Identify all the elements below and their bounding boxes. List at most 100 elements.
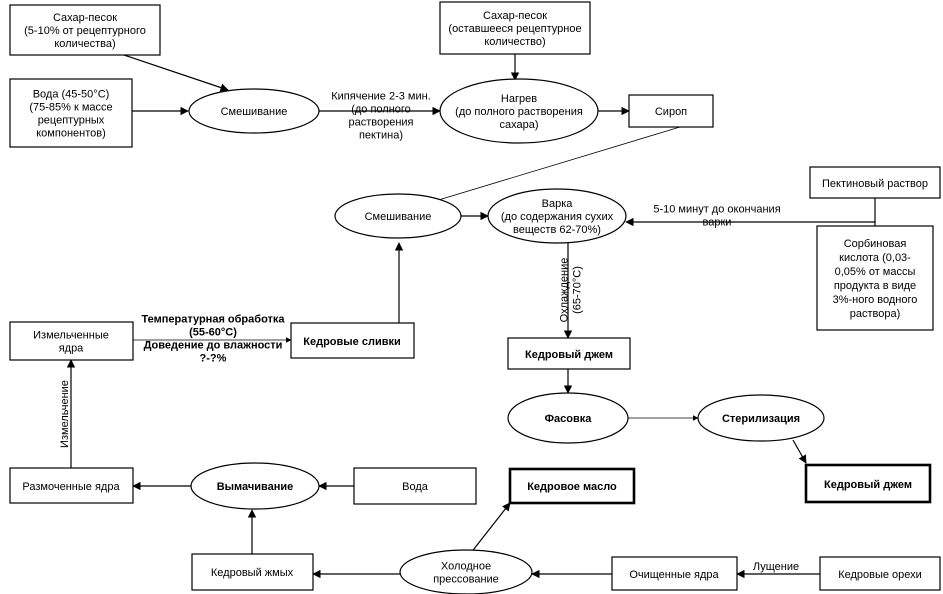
text-line: сахара) (499, 119, 538, 131)
text-line: Сироп (655, 106, 687, 118)
text-line: Вода (402, 481, 429, 493)
text-line: растворения (348, 117, 413, 129)
svg-text:Кедровые сливки: Кедровые сливки (303, 336, 400, 348)
text-line: (до содержания сухих (501, 211, 614, 223)
edges (66, 54, 876, 579)
text-line: 5-10 минут до окончания (653, 204, 780, 216)
text-line: Кедровый жмых (211, 567, 294, 579)
node-oil[interactable]: Кедровое масло (508, 467, 636, 505)
edge-steril-jam2 (792, 439, 807, 464)
node-pectin[interactable]: Пектиновый раствор (809, 166, 941, 199)
text-line: Смешивание (365, 211, 432, 223)
text-line: компонентов) (36, 128, 106, 140)
text-line: продукта в виде (834, 280, 916, 292)
node-pack[interactable]: Фасовка (507, 392, 629, 444)
text-line: количества) (54, 38, 115, 50)
text-line: количество) (484, 36, 545, 48)
node-water2[interactable]: Вода (353, 467, 477, 505)
svg-text:Очищенные ядра: Очищенные ядра (629, 569, 719, 581)
label-peeling: Лущение (753, 561, 799, 573)
text-line: Кипячение 2-3 мин. (331, 91, 431, 103)
text-line: Смешивание (221, 106, 288, 118)
text-line: Кедровый джем (824, 479, 912, 491)
label-grinding: Измельчение (59, 380, 71, 448)
node-syrup[interactable]: Сироп (628, 94, 714, 128)
text-line: Пектиновый раствор (822, 178, 928, 190)
node-nuts[interactable]: Кедровые орехи (819, 556, 941, 591)
svg-text:Смешивание: Смешивание (365, 211, 432, 223)
text-line: Вода (45-50°C) (33, 89, 110, 101)
svg-text:Сироп: Сироп (655, 106, 687, 118)
node-mix2[interactable]: Смешивание (334, 193, 462, 239)
text-line: варки (703, 217, 732, 229)
svg-text:Стерилизация: Стерилизация (722, 413, 800, 425)
node-steril[interactable]: Стерилизация (697, 394, 825, 442)
svg-text:Сахар-песок(5-10% от рецептурн: Сахар-песок(5-10% от рецептурногоколичес… (24, 12, 146, 50)
text-line: прессование (433, 574, 499, 586)
text-line: Фасовка (545, 413, 593, 425)
text-line: ?-?% (200, 353, 227, 365)
text-line: Охлаждение (559, 258, 571, 323)
text-line: (65-70°C) (572, 266, 584, 314)
text-line: Стерилизация (722, 413, 800, 425)
text-line: кислота (0,03- (839, 252, 911, 264)
text-line: Температурная обработка (141, 314, 285, 326)
node-soak[interactable]: Вымачивание (190, 462, 320, 510)
text-line: Измельченные (33, 330, 109, 342)
text-line: Кедровые сливки (303, 336, 400, 348)
svg-text:Кедровые орехи: Кедровые орехи (838, 569, 922, 581)
svg-text:Фасовка: Фасовка (545, 413, 593, 425)
svg-text:Сахар-песок(оставшееся рецепту: Сахар-песок(оставшееся рецептурноеколиче… (448, 10, 581, 48)
node-sorbic[interactable]: Сорбиновая кислота (0,03- 0,05% от массы пр… (816, 225, 934, 331)
text-line: Сахар-песок (483, 10, 547, 22)
text-line: Очищенные ядра (629, 569, 719, 581)
node-cream[interactable]: Кедровые сливки (290, 322, 415, 359)
text-line: пектина) (359, 130, 403, 142)
text-line: Холодное (441, 561, 491, 573)
node-jam1[interactable]: Кедровый джем (507, 337, 631, 370)
text-line: Кедровое масло (527, 481, 617, 493)
text-line: Нагрев (501, 93, 537, 105)
text-line: (75-85% к массе (29, 102, 112, 114)
label-cooling: Охлаждение(65-70°C) (559, 258, 584, 323)
svg-text:Кедровый джем: Кедровый джем (525, 349, 613, 361)
text-line: Сорбиновая (844, 238, 907, 250)
label-temp: Температурная обработка(55-60°C)Доведени… (141, 314, 285, 365)
text-line: Доведение до влажности (144, 340, 283, 352)
svg-text:Кедровый жмых: Кедровый жмых (211, 567, 294, 579)
text-line: (55-60°C) (189, 327, 237, 339)
svg-text:Вода: Вода (402, 481, 429, 493)
node-jam2[interactable]: Кедровый джем (804, 463, 932, 504)
node-cleaned[interactable]: Очищенные ядра (611, 556, 738, 591)
text-line: 0,05% от массы (835, 266, 916, 278)
node-cake[interactable]: Кедровый жмых (191, 553, 314, 591)
text-line: (оставшееся рецептурное (448, 23, 581, 35)
edge-press-oil (469, 502, 511, 555)
svg-text:Пектиновый раствор: Пектиновый раствор (822, 178, 928, 190)
edge-syrup-mix2 (411, 126, 681, 210)
text-line: Варка (542, 198, 574, 210)
text-line: раствора) (850, 308, 901, 320)
text-line: (до полного (351, 104, 411, 116)
node-soaked[interactable]: Размоченные ядра (9, 467, 134, 504)
svg-text:Смешивание: Смешивание (221, 106, 288, 118)
svg-text:Размоченные ядра: Размоченные ядра (22, 481, 120, 493)
node-mix1[interactable]: Смешивание (188, 88, 320, 134)
text-line: Измельчение (59, 380, 71, 448)
